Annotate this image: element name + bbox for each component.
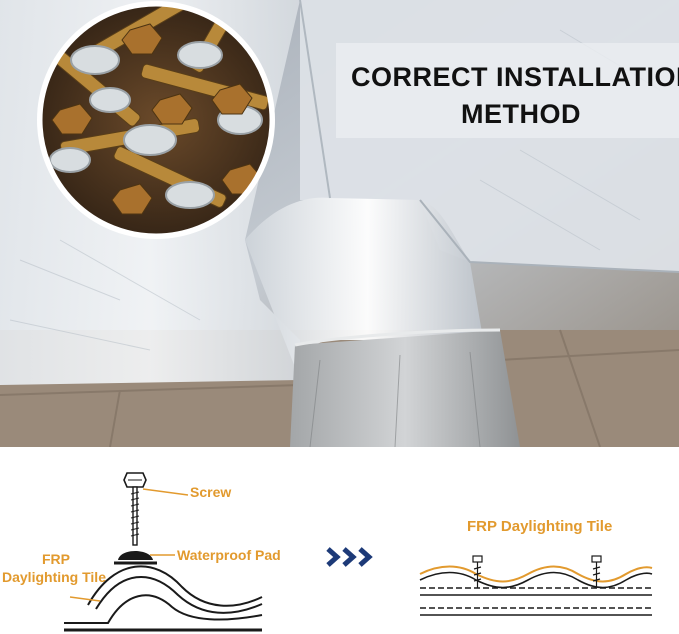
frp-label-line-2: Daylighting Tile [2, 569, 106, 585]
screw-icon [472, 555, 483, 588]
screw-label: Screw [190, 484, 232, 500]
title-line-1: CORRECT INSTALLATION [351, 62, 679, 92]
waterproof-pad-label: Waterproof Pad [177, 547, 281, 563]
frp-label-line-1: FRP [42, 551, 70, 567]
waterproof-pad-icon [114, 551, 157, 565]
title-line-2: METHOD [461, 99, 581, 129]
diagram-drawing [64, 472, 653, 632]
title-panel [336, 43, 679, 138]
installation-diagram: Screw Waterproof Pad FRP Daylighting Til… [0, 447, 679, 634]
screw-icon [591, 555, 602, 588]
screw-icon [123, 472, 147, 546]
triple-chevron-right-icon [326, 547, 373, 567]
product-photo: CORRECT INSTALLATION METHOD [0, 0, 679, 447]
right-tile-label: FRP Daylighting Tile [467, 518, 613, 535]
